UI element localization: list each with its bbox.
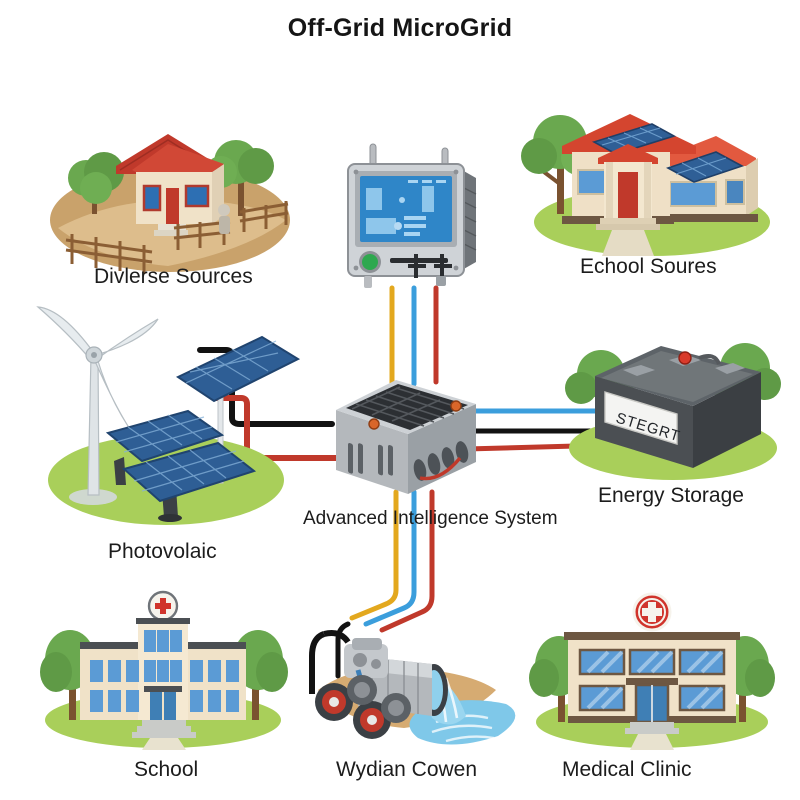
windows [90, 630, 239, 712]
roof-solar-panel-left [591, 123, 677, 155]
cable-inverter-pump-blue [363, 489, 417, 627]
tree-left-icon [68, 152, 124, 214]
house-body [116, 134, 224, 236]
cable-pv-riser-red [211, 395, 250, 433]
node-clinic[interactable] [528, 590, 776, 750]
label-water-pump: Wydian Cowen [336, 758, 478, 781]
page-title: Off-Grid MicroGrid [287, 14, 513, 42]
cable-inverter-pump-red [379, 489, 435, 633]
node-photovoltaic[interactable] [36, 305, 303, 535]
label-photovoltaic: Photovolaic [108, 540, 217, 563]
node-diverse-sources[interactable] [48, 100, 293, 275]
school-building-icon [40, 590, 288, 750]
solar-house-icon [521, 114, 770, 256]
cable-inverter-pump-yellow [349, 489, 399, 621]
screen-content [366, 180, 446, 236]
wind-turbine-icon [36, 306, 159, 505]
node-eco-sources[interactable] [520, 96, 775, 261]
label-battery: Energy Storage [598, 484, 744, 507]
node-school[interactable] [38, 590, 288, 750]
label-eco-sources: Echool Soures [580, 255, 717, 278]
person-icon [218, 204, 230, 234]
solar-panel-front [121, 441, 257, 522]
label-clinic: Medical Clinic [562, 758, 692, 781]
cable-pv-inverter-black [229, 397, 335, 427]
status-indicator-light [362, 254, 378, 270]
red-cross-emblem-icon [632, 592, 672, 632]
label-diverse-sources: Divlerse Sources [94, 265, 253, 288]
battery-terminal-positive [669, 351, 701, 366]
pump-wheels [315, 675, 411, 739]
solar-panel-mid [105, 409, 225, 485]
roof-solar-panel-right [665, 151, 745, 183]
fence-icon [65, 201, 289, 274]
clinic-building-icon [529, 592, 775, 750]
rural-house-icon [50, 134, 290, 274]
label-school: School [134, 758, 199, 781]
inverter-box-icon [336, 380, 476, 494]
cable-inverter-pump-black [335, 621, 351, 679]
node-controller[interactable] [336, 140, 486, 295]
windows [578, 648, 726, 712]
node-inverter[interactable] [328, 362, 488, 497]
water-pump-icon [309, 630, 516, 745]
battery-label-plate [604, 391, 678, 445]
control-panel-icon [347, 143, 477, 288]
node-battery[interactable]: STEGRT [565, 330, 781, 485]
battery-terminal-cap [623, 363, 745, 376]
battery-icon: STEGRT [565, 343, 781, 480]
node-water-pump[interactable] [300, 598, 530, 753]
wind-solar-icon [36, 306, 301, 525]
label-inverter: Advanced Intelligence System [303, 508, 558, 529]
